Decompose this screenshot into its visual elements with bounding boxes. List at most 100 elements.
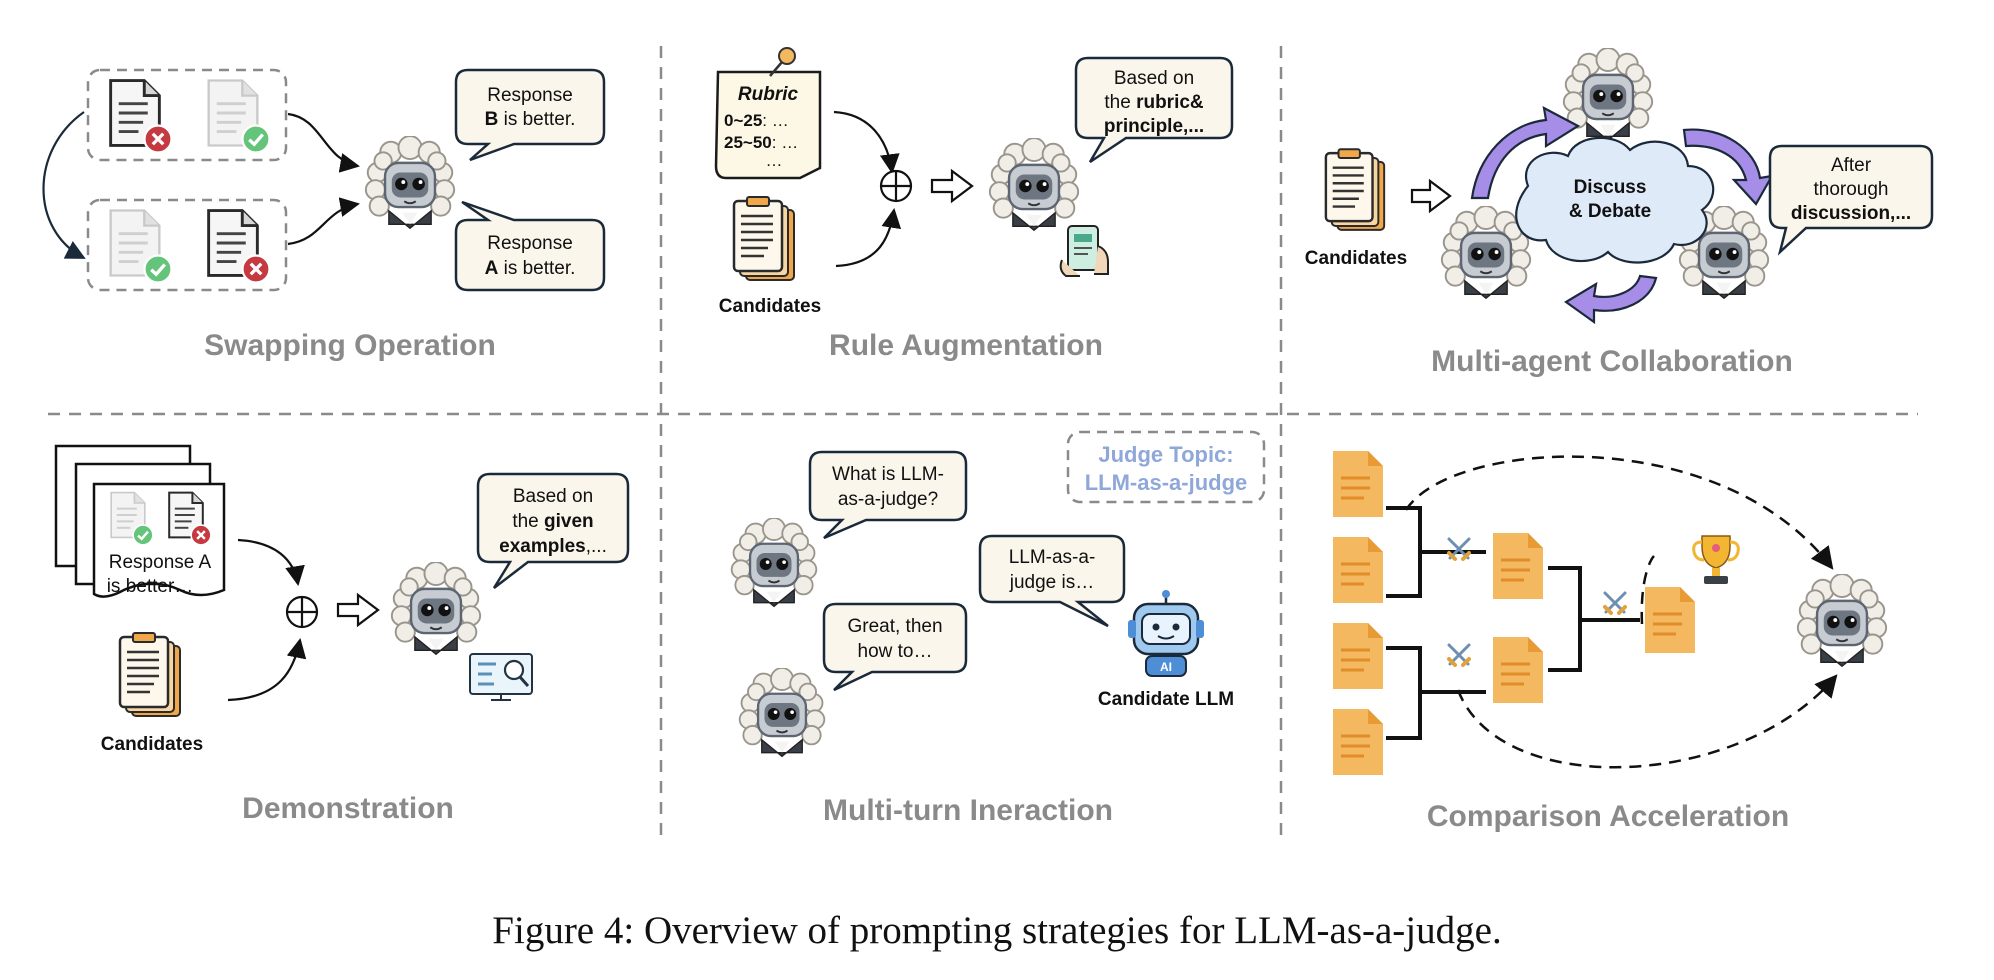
check-badge-icon — [241, 124, 271, 154]
cross-badge-icon — [190, 524, 212, 546]
topic-line: LLM-as-a-judge — [1085, 470, 1248, 495]
panel-title: Rule Augmentation — [829, 329, 1103, 362]
document-icon — [1331, 535, 1385, 605]
arrow — [287, 197, 360, 246]
judge-robot-icon — [988, 138, 1080, 232]
rubric-card — [714, 70, 822, 180]
check-badge-icon — [132, 524, 154, 546]
panel-multi-agent-collaboration: Candidates Discuss & Debate After thorou… — [1305, 48, 1934, 378]
bubble-line: judge is… — [1009, 572, 1095, 593]
arrow — [833, 110, 900, 174]
clipboard-icon — [732, 196, 796, 282]
bubble-line: What is LLM- — [832, 464, 944, 485]
hollow-arrow-icon — [336, 592, 380, 628]
speech-bubble — [978, 534, 1126, 628]
document-icon — [1491, 635, 1545, 705]
check-badge-icon — [143, 254, 173, 284]
rubric-line: … — [766, 151, 783, 170]
document-icon — [1491, 531, 1545, 601]
judge-robot-icon — [390, 562, 482, 656]
cloud-line: & Debate — [1569, 201, 1651, 222]
bubble-line: Based on — [513, 486, 593, 507]
sword-cross-icon — [1603, 591, 1627, 615]
search-screen-icon — [469, 653, 533, 701]
document-icon — [1331, 707, 1385, 777]
arrow — [287, 112, 360, 173]
clipboard-icon — [1324, 148, 1386, 232]
panel-title: Swapping Operation — [204, 329, 496, 362]
candidate-llm-label: Candidate LLM — [1098, 689, 1234, 710]
judge-robot-icon — [364, 136, 456, 230]
judge-topic-box — [1066, 430, 1266, 504]
bubble-line: B is better. — [485, 109, 576, 130]
panel-title: Multi-turn Ineraction — [823, 794, 1113, 827]
candidates-label: Candidates — [1305, 248, 1407, 269]
dashed-arrow — [1640, 555, 1655, 625]
document-icon — [1331, 621, 1385, 691]
bubble-line: principle,... — [1104, 116, 1204, 137]
swap-arrow — [42, 111, 86, 259]
rubric-title: Rubric — [738, 84, 799, 105]
bubble-line: Based on — [1114, 68, 1194, 89]
speech-bubble — [1074, 56, 1234, 164]
panel-rule-augmentation: Rubric 0~25: … 25~50: … … Candidates Bas… — [714, 47, 1234, 362]
speech-bubble — [1768, 144, 1934, 256]
arrow — [227, 638, 307, 702]
purple-cycle-arrows — [1470, 105, 1775, 325]
bubble-line: discussion,... — [1791, 203, 1911, 224]
document-icon — [1643, 585, 1697, 655]
candidates-label: Candidates — [101, 734, 203, 755]
panel-swapping-operation: Response B is better. Response A is bett… — [42, 68, 606, 362]
bubble-line: as-a-judge? — [838, 489, 938, 510]
judge-robot-icon — [730, 518, 818, 608]
hollow-arrow-icon — [1410, 178, 1452, 214]
topic-line: Judge Topic: — [1098, 442, 1233, 467]
card-line: Response A — [109, 552, 212, 573]
panel-title: Multi-agent Collaboration — [1431, 345, 1793, 378]
panel-comparison-acceleration: Comparison Acceleration — [1331, 449, 1888, 833]
svg-text:AI: AI — [1160, 660, 1172, 674]
bubble-line: how to… — [858, 641, 933, 662]
rubric-line: 0~25: … — [724, 111, 789, 130]
bubble-line: A is better. — [485, 258, 576, 279]
bubble-line: thorough — [1813, 179, 1888, 200]
cross-badge-icon — [143, 124, 173, 154]
panel-title: Demonstration — [242, 792, 454, 825]
speech-bubble — [454, 68, 606, 162]
pushpin-icon — [769, 47, 796, 77]
speech-bubble — [808, 450, 968, 540]
sword-cross-icon — [1447, 537, 1471, 561]
ai-robot-icon: AI — [1128, 590, 1204, 677]
judge-robot-icon — [738, 668, 826, 758]
arrow — [835, 208, 902, 268]
bubble-line: Response — [487, 85, 573, 106]
panel-multi-turn-interaction: Judge Topic: LLM-as-a-judge What is LLM-… — [730, 430, 1266, 827]
bubble-line: examples,... — [499, 536, 607, 557]
circled-plus-icon — [285, 595, 319, 629]
bubble-line: LLM-as-a- — [1009, 547, 1096, 568]
document-icon — [1331, 449, 1385, 519]
speech-bubble — [822, 602, 968, 692]
bubble-line: the given — [512, 511, 593, 532]
bubble-line: Response — [487, 233, 573, 254]
bubble-line: the rubric& — [1104, 92, 1204, 113]
rubric-line: 25~50: … — [724, 133, 798, 152]
speech-bubble — [454, 200, 606, 292]
panel-title: Comparison Acceleration — [1427, 800, 1789, 833]
dashed-arrow — [1456, 674, 1838, 769]
clipboard-icon — [118, 632, 182, 718]
cloud-line: Discuss — [1574, 177, 1647, 198]
bubble-line: After — [1831, 155, 1872, 176]
panel-grid — [48, 46, 1918, 838]
bracket-lines — [1386, 506, 1640, 740]
card-line: is better… — [107, 576, 194, 597]
tablet-hand-icon — [1059, 225, 1109, 277]
trophy-icon — [1692, 535, 1740, 584]
dashed-arrow — [1404, 455, 1834, 570]
hollow-arrow-icon — [930, 168, 974, 204]
panel-demonstration: Response A is better… Candidates Based o… — [54, 444, 630, 825]
figure-caption: Figure 4: Overview of prompting strategi… — [492, 909, 1502, 952]
judge-robot-icon — [1796, 574, 1888, 668]
discuss-cloud — [1515, 136, 1715, 264]
speech-bubble — [476, 472, 630, 589]
